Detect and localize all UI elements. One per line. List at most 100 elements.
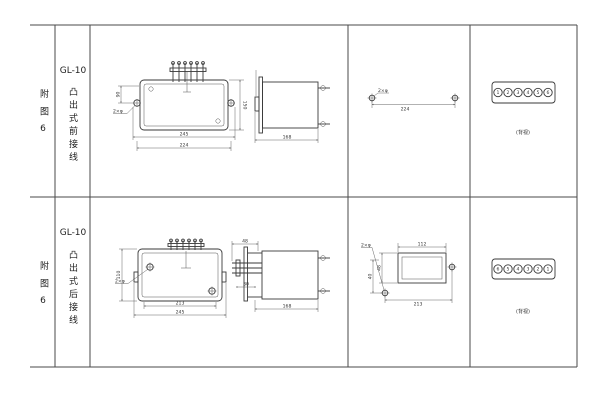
terminal-head bbox=[201, 61, 205, 65]
mounting-type-label: 凸出式后接线 bbox=[67, 249, 77, 328]
terminal-head bbox=[193, 238, 197, 243]
terminal-circle bbox=[523, 87, 533, 98]
hole-note-label: 2×φ bbox=[378, 88, 388, 94]
stud-nut bbox=[320, 288, 326, 294]
terminal-number: 3 bbox=[527, 267, 530, 273]
mounting-type-label: 凸出式前接线 bbox=[67, 86, 77, 165]
terminal-number: 6 bbox=[497, 267, 500, 273]
terminal-circle bbox=[523, 264, 533, 274]
terminal-number: 3 bbox=[517, 90, 520, 96]
hole-note-label: 2×φ bbox=[115, 279, 125, 285]
side-view-dimensions: 168 bbox=[254, 112, 319, 143]
terminal-head bbox=[187, 238, 191, 243]
terminal-head bbox=[189, 61, 193, 65]
slot-offset-label: 40 bbox=[368, 274, 374, 280]
relay-cover-outline bbox=[143, 83, 225, 127]
terminal-studs bbox=[167, 238, 205, 250]
row-2-terminal-block: 6 5 4 3 2 1 (背视) bbox=[491, 258, 556, 315]
front-view-dimensions: 110 213 245 2×φ bbox=[115, 248, 227, 318]
table-grid bbox=[30, 24, 578, 368]
front-knob bbox=[254, 96, 260, 112]
terminal-number: 4 bbox=[527, 90, 530, 96]
height-label: 110 bbox=[116, 271, 122, 280]
row-2-front-view: 110 213 245 2×φ bbox=[115, 238, 227, 318]
stud-nut bbox=[320, 121, 326, 127]
terminal-head bbox=[171, 61, 175, 65]
hole-spacing-label: 224 bbox=[401, 107, 410, 113]
lug-offset-label: 90 bbox=[116, 92, 122, 98]
hole-note-label: 2×φ bbox=[113, 109, 123, 115]
terminal-block-outline bbox=[491, 258, 556, 280]
terminal-circle bbox=[533, 87, 543, 98]
panel-flange bbox=[258, 76, 263, 134]
terminal-bar bbox=[169, 67, 207, 72]
terminal-head bbox=[199, 238, 203, 243]
relay-body-side bbox=[261, 250, 319, 300]
relay-body-side bbox=[262, 81, 319, 129]
hole-note-label: 2×φ bbox=[361, 243, 371, 249]
row-2-panel-cutout: 112 48 40 213 2×φ bbox=[361, 242, 457, 308]
view-label: (背视) bbox=[516, 308, 530, 315]
leader-line bbox=[373, 92, 389, 97]
leader-line bbox=[113, 105, 136, 114]
terminal-head bbox=[169, 238, 173, 243]
terminal-head bbox=[195, 61, 199, 65]
terminal-circle bbox=[543, 87, 553, 98]
row-1-side-view: 168 bbox=[254, 70, 330, 143]
terminal-number: 5 bbox=[537, 90, 540, 96]
mount-width-label: 224 bbox=[180, 143, 189, 149]
overall-width-label: 245 bbox=[176, 310, 185, 316]
relay-case-outline bbox=[139, 79, 229, 131]
terminal-head bbox=[175, 238, 179, 243]
terminal-bar bbox=[167, 243, 205, 247]
overall-width-label: 245 bbox=[180, 132, 189, 138]
stud-nut bbox=[320, 255, 326, 261]
terminal-number: 2 bbox=[537, 267, 540, 273]
mounting-lug-right bbox=[221, 271, 227, 283]
cover-screw bbox=[148, 86, 154, 92]
terminal-circle bbox=[543, 264, 553, 274]
row-2-side-view: 48 30 168 bbox=[231, 239, 330, 312]
cover-screw bbox=[215, 118, 221, 124]
row-1-front-view: 245 224 150 90 2×φ bbox=[113, 61, 248, 151]
terminal-circle bbox=[493, 264, 503, 274]
terminal-circle bbox=[493, 87, 503, 98]
panel-flange bbox=[243, 246, 248, 302]
model-label: GL-10 bbox=[59, 228, 87, 238]
terminal-number: 5 bbox=[507, 267, 510, 273]
terminal-head bbox=[181, 238, 185, 243]
leader-line bbox=[115, 269, 148, 284]
mount-width-label: 213 bbox=[176, 301, 185, 307]
view-label: (背视) bbox=[516, 129, 530, 136]
hole-spacing-label: 213 bbox=[414, 302, 423, 308]
terminal-circle bbox=[513, 264, 523, 274]
terminal-head bbox=[177, 61, 181, 65]
terminal-circle bbox=[533, 264, 543, 274]
relay-cover-outline bbox=[141, 252, 219, 298]
terminal-number: 6 bbox=[547, 90, 550, 96]
flange-width-label: 48 bbox=[242, 239, 248, 245]
depth-label: 168 bbox=[283, 304, 292, 310]
side-view-dimensions: 48 30 168 bbox=[231, 239, 319, 312]
front-view-dimensions: 245 224 150 90 2×φ bbox=[113, 79, 248, 151]
mounting-lug-left bbox=[133, 271, 139, 283]
height-label: 150 bbox=[242, 101, 248, 110]
terminal-number: 4 bbox=[517, 267, 520, 273]
terminal-slot-inner bbox=[401, 256, 443, 280]
terminal-circle bbox=[503, 87, 513, 98]
slot-width-label: 112 bbox=[418, 242, 427, 248]
terminal-number: 1 bbox=[497, 90, 500, 96]
terminal-circle bbox=[503, 264, 513, 274]
terminal-block-outline bbox=[491, 81, 556, 104]
slot-offset-label: 48 bbox=[377, 265, 383, 271]
row-1-panel-cutout: 224 2×φ bbox=[367, 88, 460, 113]
terminal-studs bbox=[169, 61, 207, 82]
terminal-nut-block bbox=[235, 259, 241, 277]
model-label: GL-10 bbox=[59, 66, 87, 76]
leader-line bbox=[361, 247, 385, 291]
depth-label: 168 bbox=[283, 135, 292, 141]
figure-label: 附图6 bbox=[38, 88, 48, 143]
terminal-slot-outline bbox=[397, 252, 447, 284]
terminal-number: 1 bbox=[547, 267, 550, 273]
